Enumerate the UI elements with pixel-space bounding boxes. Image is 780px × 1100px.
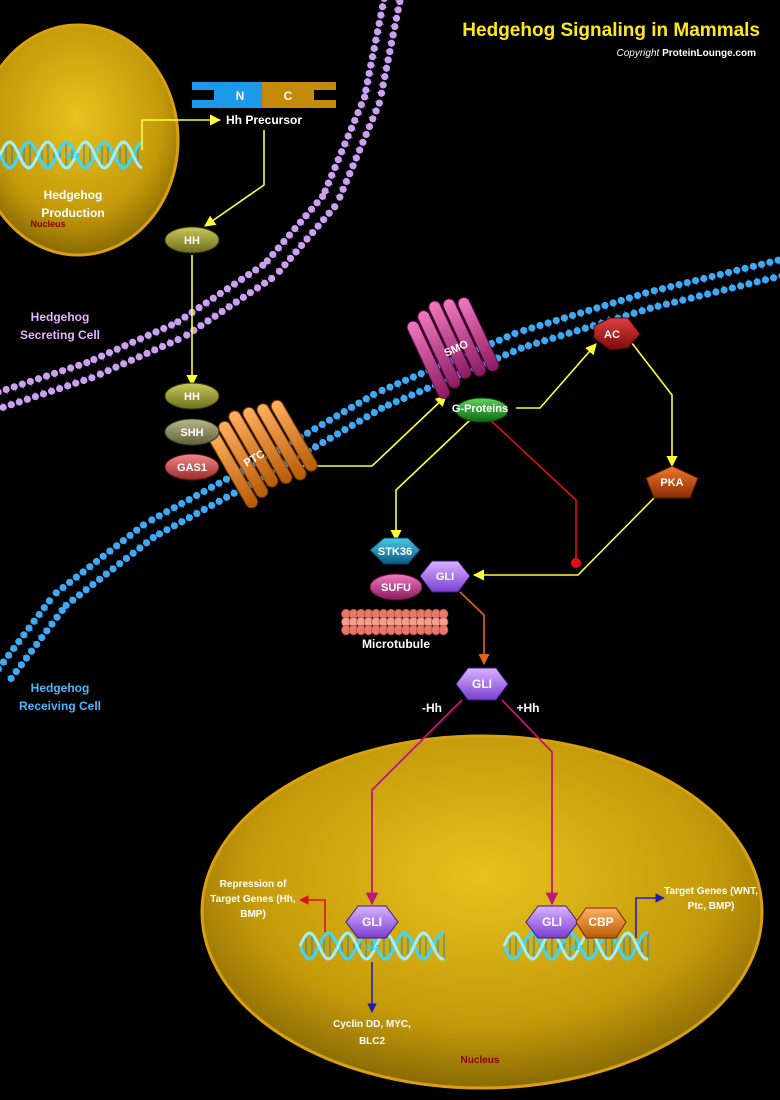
ac-label: AC bbox=[604, 329, 620, 341]
ac: AC bbox=[593, 317, 641, 351]
copyright-line: Copyright ProteinLounge.com bbox=[420, 48, 757, 59]
ptc-receptor bbox=[208, 399, 318, 509]
dna-helix-top bbox=[0, 140, 143, 170]
gas1: GAS1 bbox=[164, 453, 220, 481]
shh-label: SHH bbox=[180, 427, 203, 439]
arrow-dna-to-precursor bbox=[141, 114, 222, 150]
microtubule bbox=[341, 608, 449, 636]
gli-repressor: GLI bbox=[345, 905, 399, 939]
plus-hh-label: +Hh bbox=[516, 701, 539, 715]
precursor-c-label: C bbox=[284, 89, 293, 103]
gli-activate-label: GLI bbox=[542, 915, 562, 929]
hh-precursor-label: Hh Precursor bbox=[226, 113, 302, 127]
cbp: CBP bbox=[575, 907, 627, 939]
arrow-pka-to-gli bbox=[472, 495, 657, 581]
hh-free-label: HH bbox=[184, 235, 200, 247]
gas1-label: GAS1 bbox=[177, 462, 207, 474]
arrow-target-genes bbox=[635, 893, 665, 938]
gli-repress-label: GLI bbox=[362, 915, 382, 929]
dna-left-label: DNA bbox=[364, 945, 379, 952]
minus-hh-label: -Hh bbox=[422, 701, 442, 715]
gli-complex: GLI bbox=[419, 560, 471, 593]
dna-helix-activation bbox=[502, 931, 649, 961]
hh-bound: HH bbox=[164, 382, 220, 410]
sufu-label: SUFU bbox=[381, 582, 411, 594]
arrow-ptc-to-gproteins bbox=[300, 395, 447, 467]
arrow-repression bbox=[299, 895, 326, 932]
g-proteins-label: G-Proteins bbox=[452, 403, 508, 415]
stk36-label: STK36 bbox=[378, 546, 412, 558]
hh-precursor: N C bbox=[192, 82, 336, 108]
cyclin-genes-label: Cyclin DD, MYC, BLC2 bbox=[333, 1019, 411, 1047]
top-nucleus bbox=[0, 23, 180, 257]
diagram-title: Hedgehog Signaling in Mammals bbox=[462, 20, 760, 41]
sufu: SUFU bbox=[369, 573, 423, 601]
receiving-cell-label: Hedgehog Receiving Cell bbox=[18, 681, 102, 713]
copyright-prefix: Copyright bbox=[616, 48, 660, 59]
copyright-brand: ProteinLounge.com bbox=[662, 48, 756, 59]
dna-right-label: DNA bbox=[568, 945, 583, 952]
arrow-ac-to-pka bbox=[627, 337, 678, 468]
inhibition-line bbox=[485, 415, 581, 568]
arrow-gproteins-to-ac bbox=[516, 343, 597, 409]
cbp-label: CBP bbox=[588, 915, 613, 929]
hh-bound-label: HH bbox=[184, 391, 200, 403]
stk36: STK36 bbox=[369, 537, 421, 565]
pka: PKA bbox=[645, 465, 699, 499]
repression-target-genes-label: Repression of Target Genes (Hh, BMP) bbox=[210, 879, 296, 920]
gli-mid-label: GLI bbox=[472, 677, 492, 691]
target-genes-label: Target Genes (WNT, Ptc, BMP) bbox=[664, 886, 758, 912]
bottom-nucleus bbox=[200, 734, 764, 1090]
hh-free: HH bbox=[164, 226, 220, 254]
arrow-precursor-to-hh bbox=[204, 130, 265, 227]
dna-top-label: DNA bbox=[64, 153, 79, 160]
g-proteins: G-Proteins bbox=[452, 397, 509, 423]
smo-receptor bbox=[406, 296, 500, 399]
secreting-cell-membrane bbox=[0, 0, 404, 411]
top-nucleus-label: Nucleus bbox=[30, 219, 65, 229]
precursor-n-label: N bbox=[236, 89, 245, 103]
arrow-gli-complex-to-gli bbox=[459, 591, 490, 666]
gli-cytoplasmic: GLI bbox=[455, 667, 509, 701]
arrow-gproteins-to-stk36 bbox=[390, 419, 471, 542]
microtubule-label: Microtubule bbox=[362, 637, 430, 651]
secreting-cell-label: Hedgehog Secreting Cell bbox=[19, 310, 101, 342]
gli-nuclear-arrows bbox=[365, 699, 559, 906]
hedgehog-production-label: Hedgehog Production bbox=[41, 188, 105, 220]
shh: SHH bbox=[164, 418, 220, 446]
gli-activator: GLI bbox=[525, 905, 579, 939]
pka-label: PKA bbox=[660, 477, 683, 489]
activation-arrows bbox=[141, 114, 678, 581]
gli-complex-label: GLI bbox=[436, 571, 454, 583]
bottom-nucleus-label: Nucleus bbox=[461, 1055, 500, 1066]
